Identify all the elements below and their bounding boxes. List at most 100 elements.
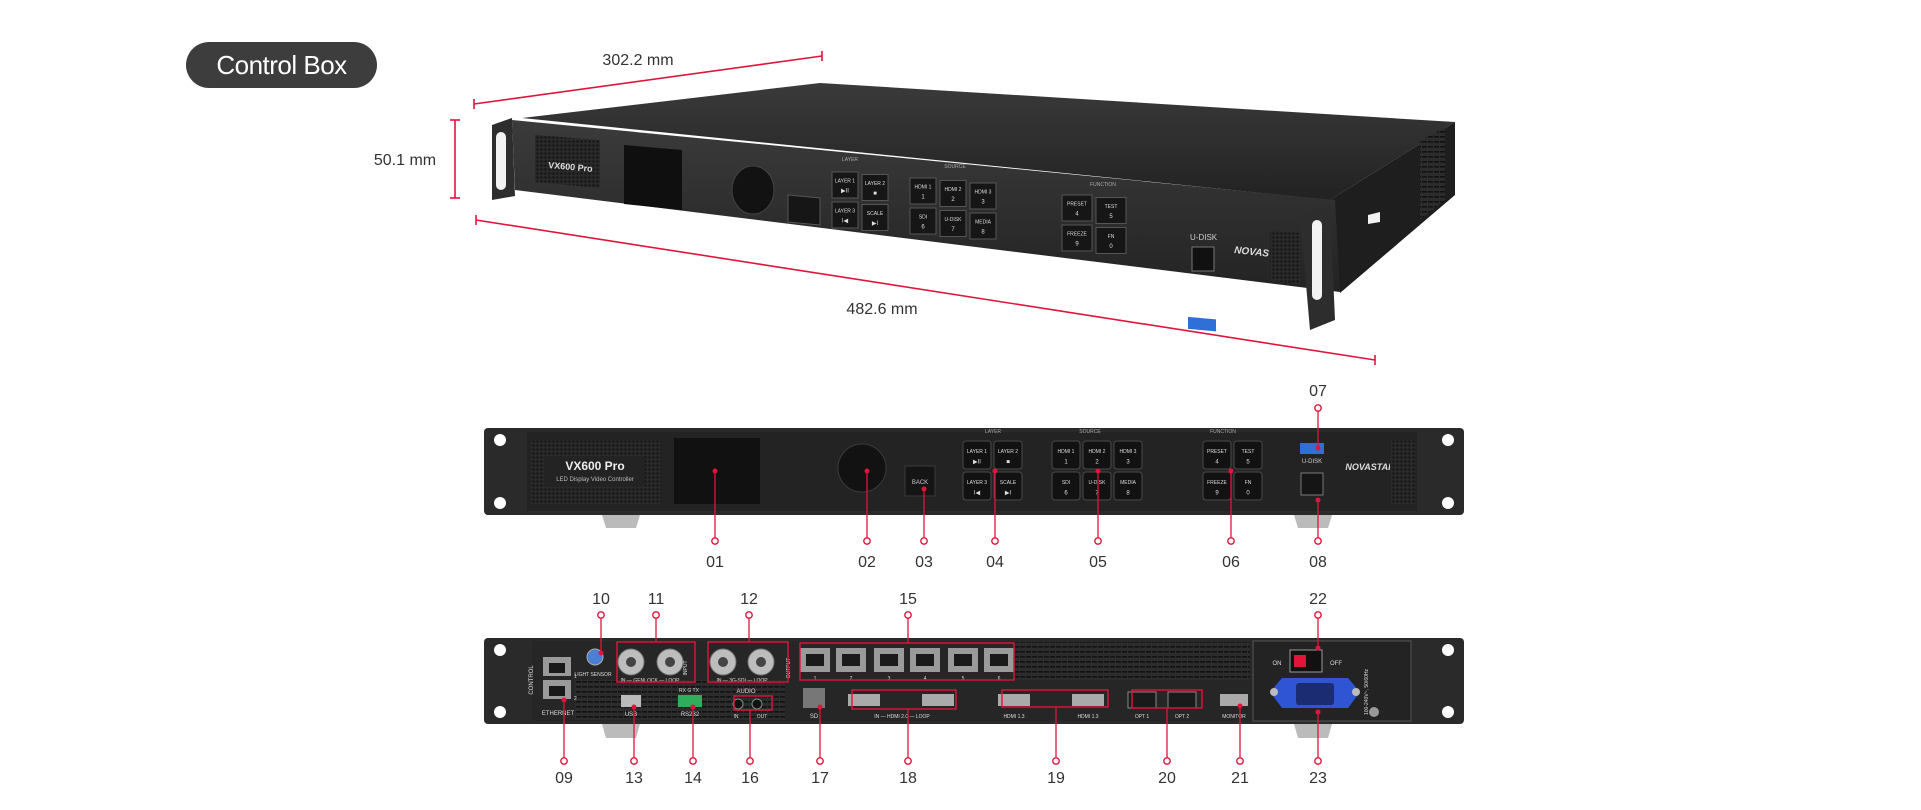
- source-button-value: 2: [1095, 459, 1099, 465]
- persp-back-button: [787, 194, 821, 226]
- persp-usb-port: [1188, 316, 1216, 332]
- callout-ring: [597, 611, 605, 619]
- callout-17: 17: [811, 704, 829, 787]
- callout-number: 16: [741, 770, 759, 787]
- opt2-label: OPT 2: [1175, 714, 1190, 720]
- function-button-1: [1202, 440, 1232, 470]
- callout-highlight-box: [733, 695, 773, 711]
- callout-11: 11: [616, 591, 696, 683]
- eth-port-num-2: 2: [574, 696, 577, 702]
- callout-06: 06: [1222, 468, 1240, 571]
- callout-ring: [560, 757, 568, 765]
- monitor-port: [1220, 694, 1248, 706]
- source-button-label: HDMI 3: [1120, 449, 1137, 455]
- left-ear-handle-slot: [496, 132, 506, 190]
- opt2-port: [1167, 691, 1197, 709]
- rear-foot-right: [1294, 724, 1332, 738]
- front-mount-hole-bl: [494, 497, 506, 509]
- height-label: 50.1 mm: [374, 152, 436, 169]
- callout-ring: [1094, 537, 1102, 545]
- callout-target-dot: [1095, 468, 1101, 474]
- function-persp-button-label: TEST: [1105, 204, 1118, 210]
- source-persp-button-4: [909, 207, 937, 235]
- source-persp-button-value: 3: [981, 199, 985, 205]
- callout-target-dot: [1315, 709, 1321, 715]
- layer-button-2: [993, 440, 1023, 470]
- callout-highlight-box: [851, 689, 957, 710]
- dimension-lines: [450, 51, 1376, 365]
- source-persp-button-label: HDMI 1: [915, 184, 932, 190]
- layer-button-label: LAYER 1: [967, 449, 987, 455]
- function-button-value: 4: [1215, 459, 1219, 465]
- callout-ring: [1163, 757, 1171, 765]
- output-port-socket: [954, 654, 972, 666]
- output-port-number: 3: [888, 676, 891, 682]
- output-port-number: 6: [998, 676, 1001, 682]
- ground-screw: [1369, 707, 1379, 717]
- hdmi13b-label: HDMI 1.3: [1077, 714, 1098, 720]
- layer-persp-button-value: ■: [873, 191, 877, 197]
- persp-model: VX600 Pro: [548, 160, 594, 174]
- front-brand: NOVASTAR: [1345, 462, 1395, 472]
- function-button-2: [1233, 440, 1263, 470]
- layer-persp-button-2: [861, 174, 889, 201]
- sdi-loop-bnc-center: [756, 657, 766, 667]
- switch-on-label: ON: [1273, 661, 1282, 667]
- group-source-label: SOURCE: [1079, 429, 1101, 435]
- source-button-label: HDMI 2: [1089, 449, 1106, 455]
- callout-number: 07: [1309, 383, 1327, 400]
- ethernet-label: ETHERNET: [542, 711, 575, 717]
- callout-number: 22: [1309, 591, 1327, 608]
- audio-out-jack: [751, 698, 763, 710]
- layer-persp-button-1: [831, 171, 859, 199]
- callout-20: 20: [1131, 689, 1203, 787]
- function-button-label: TEST: [1242, 449, 1255, 455]
- sdi-label: IN — 3G-SDI — LOOP: [716, 678, 768, 684]
- genlock-label: IN — GENLOCK — LOOP: [621, 678, 681, 684]
- rear-mount-hole-tl: [494, 644, 506, 656]
- callout-16: 16: [733, 695, 773, 787]
- callout-number: 23: [1309, 770, 1327, 787]
- rear-mount-hole-tr: [1442, 644, 1454, 656]
- rear-view: CONTROL 1 2 ETHERNET LIGHT SENSOR IN — G…: [484, 638, 1464, 738]
- callout-number: 06: [1222, 554, 1240, 571]
- layer-button-value: ▶II: [973, 459, 981, 465]
- callout-21: 21: [1231, 703, 1249, 787]
- ethernet-port-1-socket: [549, 663, 565, 673]
- source-button-value: 7: [1095, 490, 1099, 496]
- callout-number: 20: [1158, 770, 1176, 787]
- side-mount-hole: [1368, 212, 1380, 224]
- function-button-label: PRESET: [1207, 449, 1227, 455]
- callout-number: 21: [1231, 770, 1249, 787]
- audio-out-label: OUT: [757, 714, 768, 720]
- audio-in-label: IN: [734, 714, 739, 720]
- front-vent-right: [1390, 440, 1415, 504]
- title-badge: Control Box: [186, 42, 377, 88]
- persp-udisk-label: U-DISK: [1190, 233, 1218, 242]
- power-spec-label: 100-240V~, 50/60Hz: [1364, 669, 1370, 716]
- callout-target-dot: [631, 704, 637, 710]
- rs232-label: RS232: [681, 712, 700, 718]
- source-persp-button-value: 1: [921, 194, 925, 200]
- function-persp-button-label: PRESET: [1067, 201, 1087, 207]
- callout-02: 02: [858, 468, 876, 571]
- function-persp-button-3: [1061, 224, 1093, 252]
- callout-ring: [816, 757, 824, 765]
- layer-button-label: LAYER 2: [998, 449, 1018, 455]
- callout-ring: [920, 537, 928, 545]
- group-layer-label: LAYER: [985, 429, 1001, 435]
- callout-number: 13: [625, 770, 643, 787]
- function-persp-button-label: FN: [1108, 234, 1115, 240]
- callout-number: 03: [915, 554, 933, 571]
- power-socket-inner: [1296, 683, 1334, 705]
- callout-number: 04: [986, 554, 1004, 571]
- genlock-in-bnc-center: [626, 657, 636, 667]
- usb-port: [621, 695, 641, 707]
- input-label: INPUT: [683, 661, 689, 676]
- layer-persp-button-value: ▶I: [872, 221, 879, 227]
- callout-ring: [1227, 537, 1235, 545]
- callout-number: 15: [899, 591, 917, 608]
- back-button-label: BACK: [912, 480, 928, 486]
